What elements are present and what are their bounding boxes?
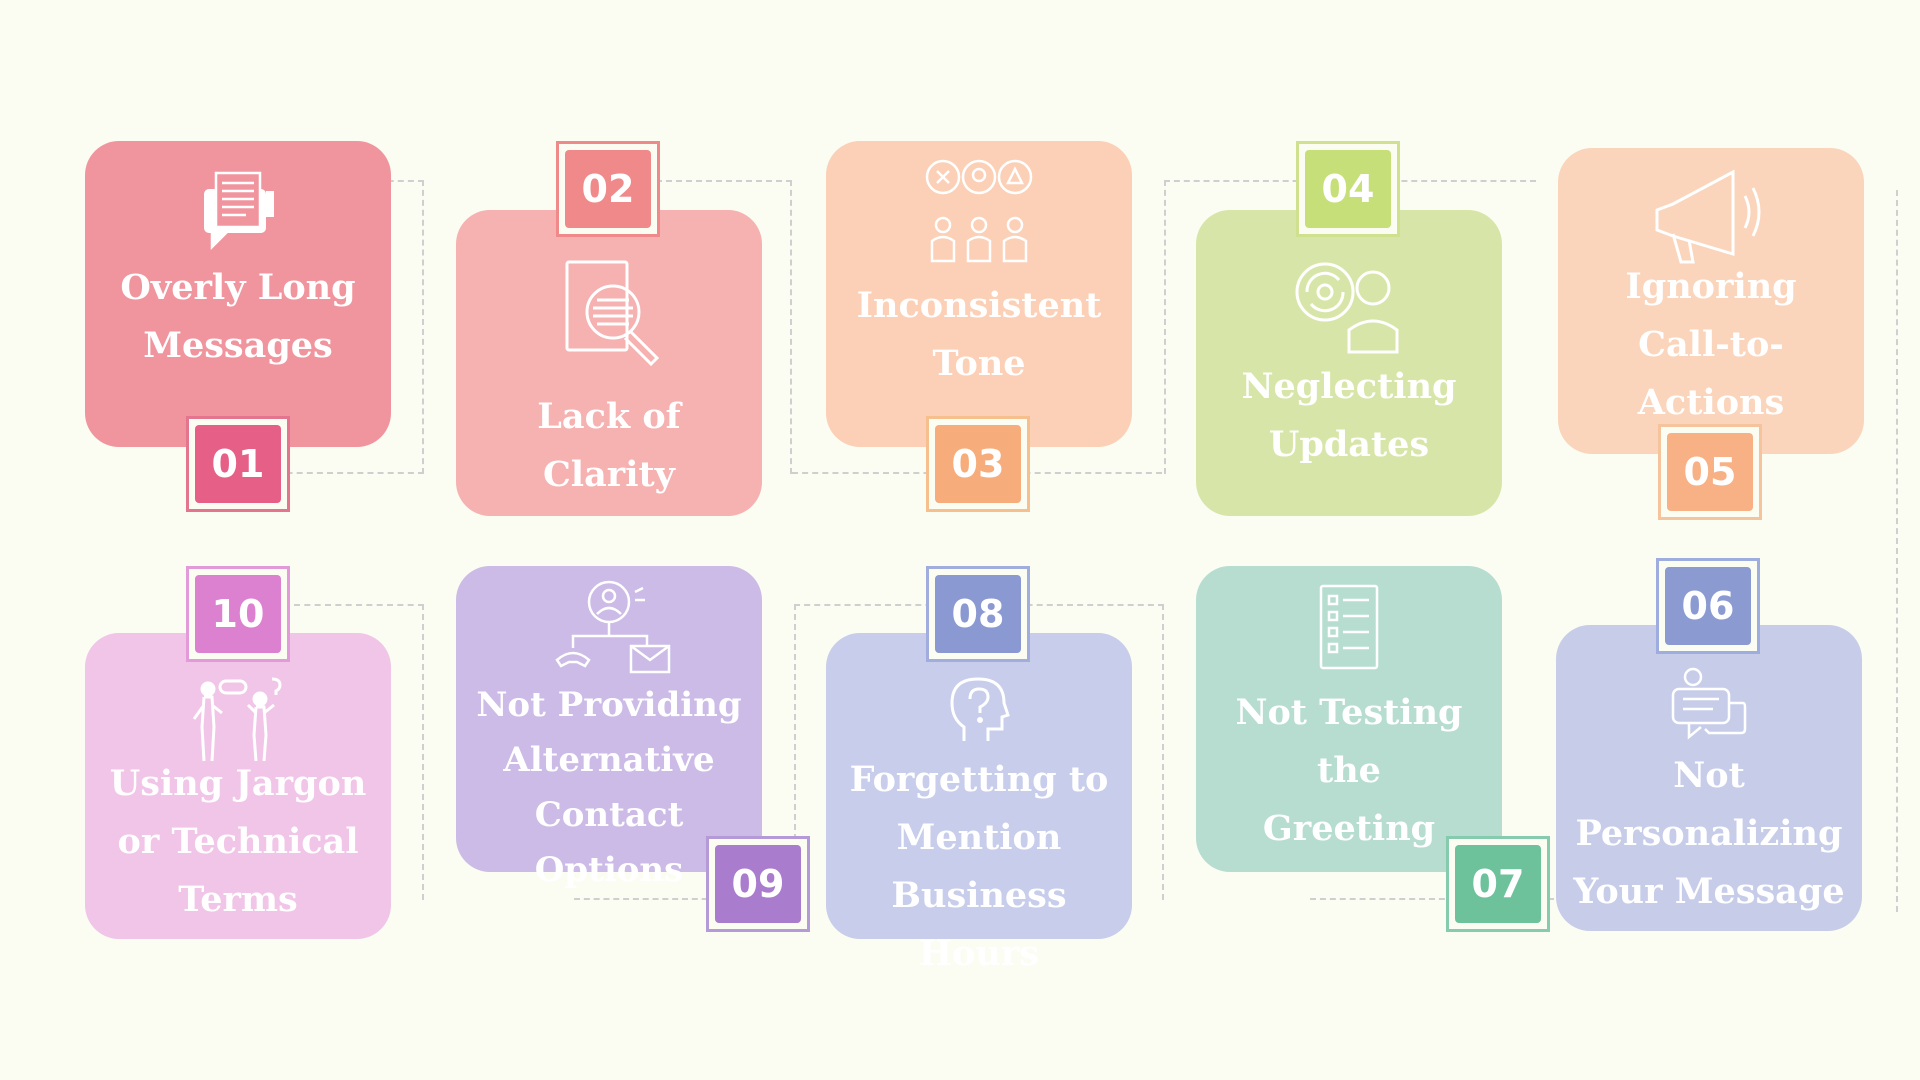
step-card-04: Neglecting Updates <box>1196 210 1502 516</box>
step-title: Using Jargon or Technical Terms <box>109 763 367 920</box>
step-badge-06: 06 <box>1656 558 1760 654</box>
step-number: 10 <box>195 575 281 653</box>
step-number: 02 <box>565 150 651 228</box>
person-refresh-icon <box>1293 260 1405 356</box>
connector-07-06 <box>1310 898 1554 900</box>
step-title: Lack of Clarity <box>537 396 681 495</box>
step-badge-04: 04 <box>1296 141 1400 237</box>
contact-options-icon <box>547 580 671 674</box>
step-title: Forgetting to Mention Business Hours <box>849 759 1109 974</box>
step-number: 04 <box>1305 150 1391 228</box>
step-badge-09: 09 <box>706 836 810 932</box>
step-title: Neglecting Updates <box>1241 366 1457 465</box>
step-card-01: Overly Long Messages <box>85 141 391 447</box>
step-card-10: Using Jargon or Technical Terms <box>85 633 391 939</box>
step-card-05: Ignoring Call-to-Actions <box>1558 148 1864 454</box>
step-card-07: Not Testing the Greeting <box>1196 566 1502 872</box>
step-number: 01 <box>195 425 281 503</box>
step-badge-08: 08 <box>926 566 1030 662</box>
connector-05-06 <box>1896 190 1898 912</box>
megaphone-icon <box>1649 162 1773 266</box>
connector-03-04-vertical <box>1164 180 1166 474</box>
step-badge-05: 05 <box>1658 424 1762 520</box>
step-title: Not Personalizing Your Message <box>1573 755 1845 912</box>
step-card-03: Inconsistent Tone <box>826 141 1132 447</box>
step-title: Inconsistent Tone <box>856 285 1102 384</box>
step-badge-03: 03 <box>926 416 1030 512</box>
step-badge-02: 02 <box>556 141 660 237</box>
connector-09-08 <box>574 898 796 900</box>
step-title: Overly Long Messages <box>120 267 356 366</box>
step-number: 09 <box>715 845 801 923</box>
step-card-06: Not Personalizing Your Message <box>1556 625 1862 931</box>
step-title: Ignoring Call-to-Actions <box>1625 266 1797 423</box>
step-number: 07 <box>1455 845 1541 923</box>
person-chat-icon <box>1669 667 1749 747</box>
step-title: Not Testing the Greeting <box>1235 692 1463 849</box>
connector-02-03 <box>656 180 792 474</box>
document-magnifier-icon <box>549 258 669 368</box>
connector-01-02-bottom <box>236 472 424 474</box>
head-question-icon <box>948 675 1010 745</box>
checklist-icon <box>1317 584 1381 670</box>
people-conversation-icon <box>190 675 286 763</box>
step-number: 08 <box>935 575 1021 653</box>
step-badge-10: 10 <box>186 566 290 662</box>
step-number: 06 <box>1665 567 1751 645</box>
step-title: Not Providing Alternative Contact Option… <box>476 685 742 890</box>
connector-10-09 <box>294 604 424 900</box>
step-number: 03 <box>935 425 1021 503</box>
connector-08-07 <box>794 604 1164 900</box>
people-feedback-icon <box>924 157 1034 269</box>
step-card-08: Forgetting to Mention Business Hours <box>826 633 1132 974</box>
step-card-09: Not Providing Alternative Contact Option… <box>456 566 762 890</box>
step-number: 05 <box>1667 433 1753 511</box>
step-badge-07: 07 <box>1446 836 1550 932</box>
step-badge-01: 01 <box>186 416 290 512</box>
step-card-02: Lack of Clarity <box>456 210 762 516</box>
document-speech-icon <box>198 169 278 253</box>
